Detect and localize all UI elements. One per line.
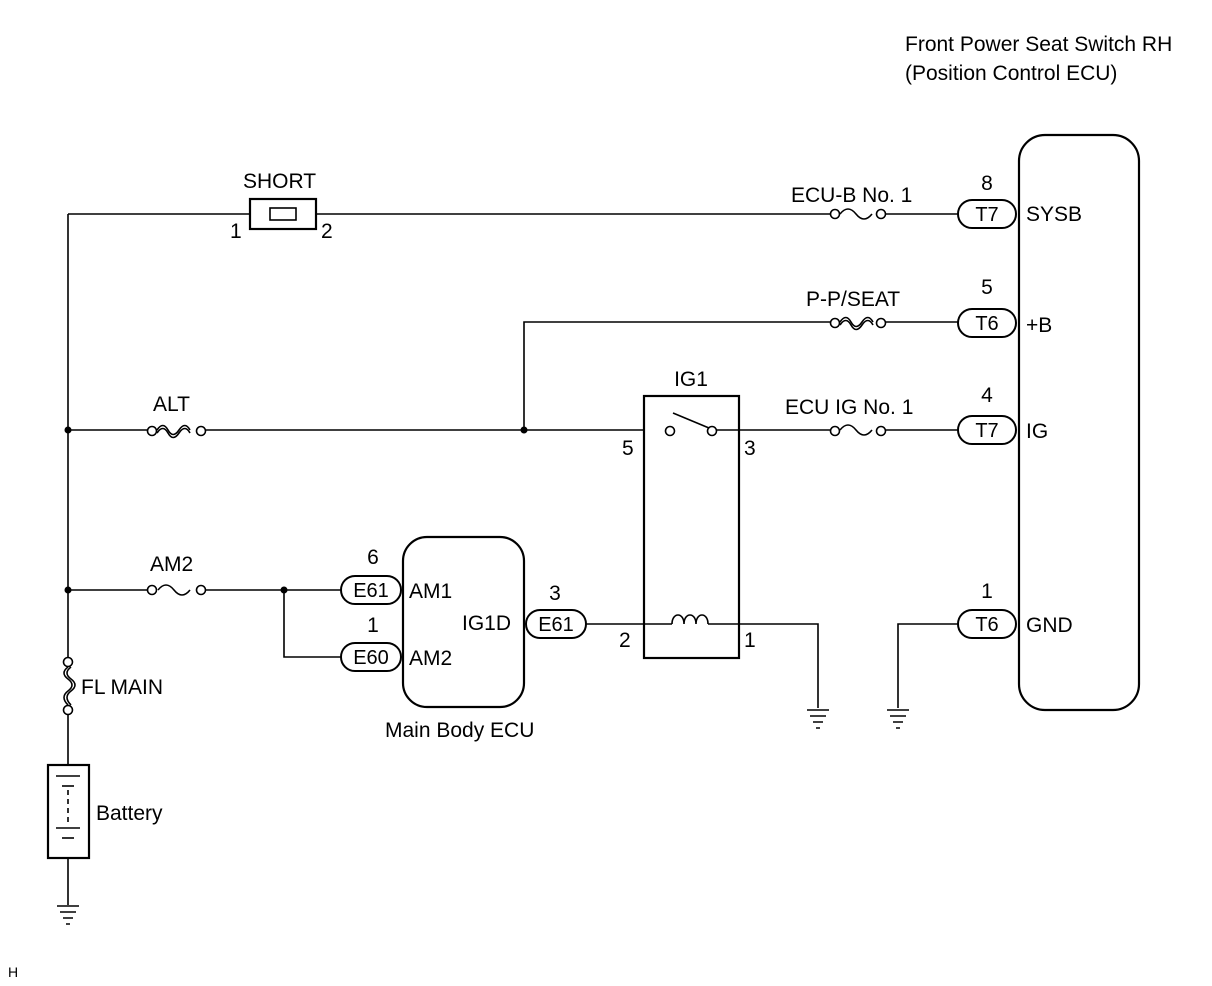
am2-junction-dot xyxy=(64,586,72,594)
plus-b-junction-dot xyxy=(520,426,528,434)
ig1-switch-contact-left xyxy=(664,425,676,437)
gnd-pin-number: 1 xyxy=(981,580,993,603)
ig-connector-id: T7 xyxy=(975,420,998,442)
pp-seat-fuse-label: P-P/SEAT xyxy=(806,288,900,311)
alt-fuse-terminal-left xyxy=(146,425,158,437)
ig1-relay-label: IG1 xyxy=(674,368,708,391)
short-pin-left: 1 xyxy=(230,220,242,243)
ecu-ig-fuse-icon xyxy=(839,424,873,436)
ecu-ig-fuse-terminal-left xyxy=(829,425,841,437)
ig1d-pin-number: 3 xyxy=(549,582,561,605)
plus-b-wire-a xyxy=(523,321,830,430)
am2-branch-dot xyxy=(280,586,288,594)
am2-branch-wire xyxy=(283,590,341,658)
plus-b-pin-name: +B xyxy=(1026,314,1052,337)
ecu-ig-fuse-label: ECU IG No. 1 xyxy=(785,396,913,419)
battery-label: Battery xyxy=(96,802,163,825)
fl-main-label: FL MAIN xyxy=(81,676,163,699)
fl-main-terminal-bottom xyxy=(62,704,74,716)
am2-fuse-label: AM2 xyxy=(150,553,193,576)
ig1-switch-blade xyxy=(672,412,710,429)
gnd-pin-name: GND xyxy=(1026,614,1073,637)
battery-cells-icon xyxy=(56,775,80,839)
ig1-switch-contact-right xyxy=(706,425,718,437)
am2-fuse-icon xyxy=(157,584,191,596)
ig-pin-number: 4 xyxy=(981,384,993,407)
ig-connector xyxy=(957,415,1017,445)
ig1-relay-box xyxy=(642,394,741,660)
sysb-connector-id: T7 xyxy=(975,204,998,226)
alt-junction-dot xyxy=(64,426,72,434)
am1-connector xyxy=(340,575,402,605)
sysb-connector xyxy=(957,199,1017,229)
ecu-ig-fuse-terminal-right xyxy=(875,425,887,437)
battery-ground-icon xyxy=(57,905,79,925)
am1-pin-number: 6 xyxy=(367,546,379,569)
ig1-pin2: 2 xyxy=(619,629,631,652)
gnd-connector xyxy=(957,609,1017,639)
pp-seat-fuse-terminal-right xyxy=(875,317,887,329)
short-pin-element xyxy=(269,207,297,221)
am2-ecu-connector-id: E60 xyxy=(353,647,389,669)
ig-pin-name: IG xyxy=(1026,420,1048,443)
am1-connector-id: E61 xyxy=(353,580,389,602)
short-label: SHORT xyxy=(243,170,316,193)
main-body-ecu-box xyxy=(401,535,526,709)
pp-seat-fuse-icon xyxy=(839,316,874,328)
ig1-pin3: 3 xyxy=(744,437,756,460)
main-body-ecu-label: Main Body ECU xyxy=(385,719,534,742)
plus-b-pin-number: 5 xyxy=(981,276,993,299)
fl-main-terminal-top xyxy=(62,656,74,668)
ecu-b-fuse-terminal-left xyxy=(829,208,841,220)
ig1-pin5: 5 xyxy=(622,437,634,460)
ecu-b-fuse-icon xyxy=(839,208,873,220)
corner-mark: H xyxy=(8,964,18,980)
sysb-pin-number: 8 xyxy=(981,172,993,195)
alt-fuse-icon-2 xyxy=(156,427,191,439)
short-pin-right: 2 xyxy=(321,220,333,243)
fl-main-fuse-icon xyxy=(63,666,73,706)
am2-ecu-connector xyxy=(340,642,402,672)
fl-main-fuse-icon-2 xyxy=(66,666,76,706)
ecu-title-line2: (Position Control ECU) xyxy=(905,62,1117,85)
plus-b-connector xyxy=(957,308,1017,338)
plus-b-connector-id: T6 xyxy=(975,313,998,335)
alt-fuse-terminal-right xyxy=(195,425,207,437)
alt-fuse-label: ALT xyxy=(153,393,190,416)
gnd-wire xyxy=(897,623,958,708)
ig1d-pin-name: IG1D xyxy=(462,612,511,635)
am1-pin-name: AM1 xyxy=(409,580,452,603)
pp-seat-fuse-terminal-left xyxy=(829,317,841,329)
ecu-title-line1: Front Power Seat Switch RH xyxy=(905,33,1172,56)
am2-ecu-pin-number: 1 xyxy=(367,614,379,637)
ecu-b-fuse-label: ECU-B No. 1 xyxy=(791,184,912,207)
ecu-ground-icon xyxy=(887,709,909,729)
ig1-coil-icon xyxy=(671,614,709,625)
ig1d-connector-id: E61 xyxy=(538,614,574,636)
alt-fuse-icon xyxy=(156,424,191,436)
pp-seat-fuse-icon-2 xyxy=(839,319,874,331)
ig1-pin1: 1 xyxy=(744,629,756,652)
am2-ecu-pin-name: AM2 xyxy=(409,647,452,670)
am2-fuse-terminal-left xyxy=(146,584,158,596)
position-control-ecu-box xyxy=(1017,133,1141,712)
relay-ground-icon xyxy=(807,709,829,729)
ecu-b-fuse-terminal-right xyxy=(875,208,887,220)
gnd-connector-id: T6 xyxy=(975,614,998,636)
sysb-pin-name: SYSB xyxy=(1026,203,1082,226)
coil-ground-wire xyxy=(708,623,819,708)
am2-fuse-terminal-right xyxy=(195,584,207,596)
